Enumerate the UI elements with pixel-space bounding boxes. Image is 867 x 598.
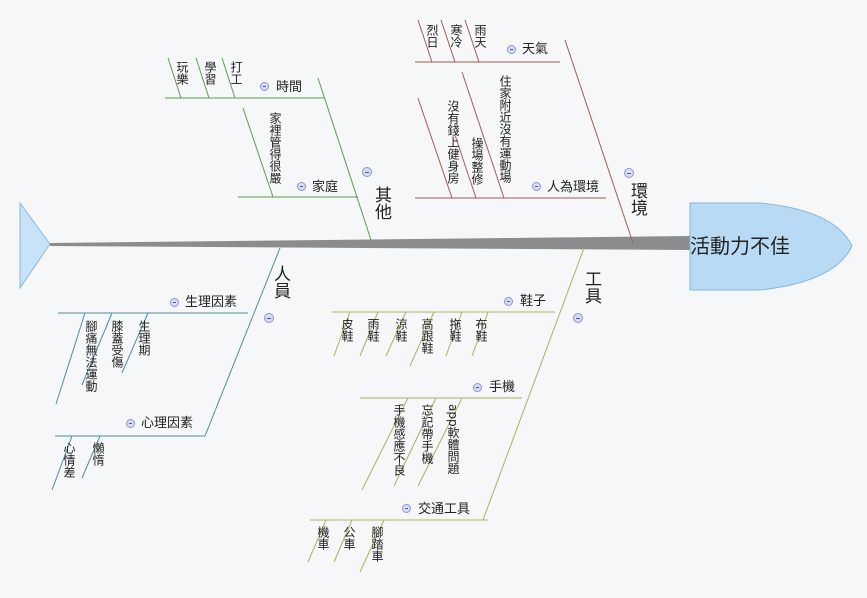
cause-no-field[interactable]: 住家附近沒有運動場 [498, 75, 512, 183]
cause-app-issue[interactable]: app軟體問題 [446, 404, 460, 475]
cause-strict-family[interactable]: 家裡管得很嚴 [268, 112, 282, 184]
collapse-family-icon[interactable] [297, 182, 306, 191]
collapse-physical-icon[interactable] [170, 298, 179, 307]
sub-physical-label[interactable]: 生理因素 [185, 295, 238, 310]
cause-play[interactable]: 玩樂 [175, 61, 189, 85]
cause-poor-sensor[interactable]: 手機感應不良 [392, 404, 406, 476]
collapse-mental-icon[interactable] [126, 419, 135, 428]
collapse-time-icon[interactable] [260, 82, 269, 91]
cause-slippers[interactable]: 拖鞋 [448, 318, 462, 342]
cause-forgot-phone[interactable]: 忘記帶手機 [420, 404, 434, 464]
problem-label[interactable]: 活動力不佳 [690, 234, 790, 258]
collapse-weather-icon[interactable] [507, 45, 516, 54]
sub-mental-label[interactable]: 心理因素 [141, 416, 194, 431]
cause-renovation[interactable]: 操場整修 [470, 137, 484, 185]
person-branch [51, 247, 281, 491]
other-branch [165, 57, 373, 244]
cause-no-gym-money[interactable]: 沒有錢上健身房 [446, 100, 460, 184]
collapse-person-icon[interactable] [264, 313, 274, 323]
cause-bad-mood[interactable]: 心情差 [62, 442, 76, 478]
sub-human-env-label[interactable]: 人為環境 [547, 180, 600, 195]
cause-scooter[interactable]: 機車 [316, 526, 330, 550]
cause-sun[interactable]: 烈日 [425, 24, 439, 48]
sub-weather-label[interactable]: 天氣 [522, 42, 549, 57]
sub-shoes-label[interactable]: 鞋子 [520, 294, 547, 309]
cause-sneakers[interactable]: 布鞋 [474, 318, 488, 342]
category-person-label[interactable]: 人員 [270, 265, 290, 299]
spine [50, 236, 690, 250]
cause-period[interactable]: 生理期 [137, 320, 151, 356]
cause-high-heels[interactable]: 高跟鞋 [420, 318, 434, 354]
cause-foot-pain[interactable]: 腳痛無法運動 [84, 320, 98, 392]
fish-tail [19, 201, 51, 290]
cause-bus[interactable]: 公車 [342, 526, 356, 550]
environment-branch [415, 19, 634, 244]
sub-time-label[interactable]: 時間 [276, 80, 303, 95]
collapse-other-icon[interactable] [362, 167, 372, 177]
cause-sandals[interactable]: 涼鞋 [394, 318, 408, 342]
cause-rainboots[interactable]: 雨鞋 [366, 318, 380, 342]
tools-branch [307, 247, 585, 573]
category-other-label[interactable]: 其他 [371, 186, 391, 220]
cause-parttime[interactable]: 打工 [229, 61, 243, 85]
collapse-shoes-icon[interactable] [504, 297, 513, 306]
collapse-transport-icon[interactable] [402, 504, 411, 513]
cause-knee-injury[interactable]: 膝蓋受傷 [110, 320, 124, 368]
category-environment-label[interactable]: 環境 [627, 182, 647, 216]
cause-study[interactable]: 學習 [203, 61, 217, 85]
sub-phone-label[interactable]: 手機 [489, 380, 516, 395]
cause-rain[interactable]: 雨天 [473, 24, 487, 48]
sub-transport-label[interactable]: 交通工具 [418, 502, 471, 517]
cause-cold[interactable]: 寒冷 [449, 24, 463, 48]
sub-family-label[interactable]: 家庭 [312, 180, 339, 195]
fish-head [689, 202, 853, 291]
collapse-environment-icon[interactable] [624, 168, 634, 178]
collapse-human-env-icon[interactable] [532, 182, 541, 191]
cause-lazy[interactable]: 懶惰 [91, 442, 105, 466]
cause-bicycle[interactable]: 腳踏車 [370, 526, 384, 562]
category-tools-label[interactable]: 工具 [581, 270, 601, 304]
collapse-tools-icon[interactable] [573, 313, 583, 323]
collapse-phone-icon[interactable] [473, 383, 482, 392]
cause-leather-shoes[interactable]: 皮鞋 [340, 318, 354, 342]
